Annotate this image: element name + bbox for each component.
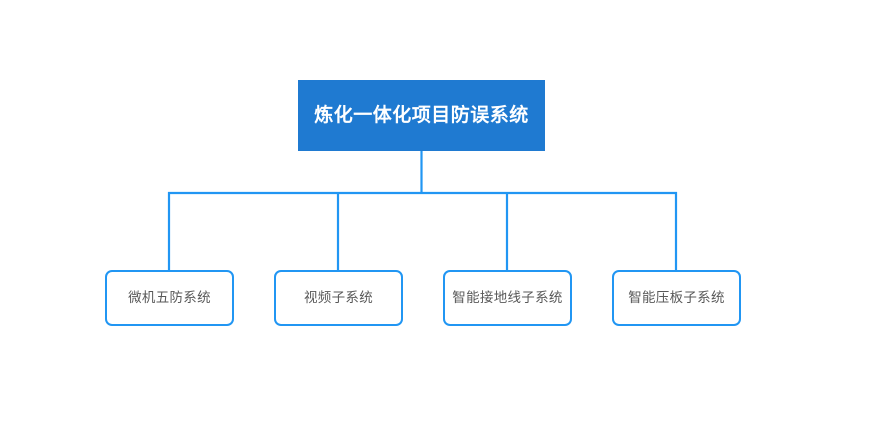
root-node[interactable]: 炼化一体化项目防误系统 bbox=[298, 80, 545, 151]
child-node-4-label: 智能压板子系统 bbox=[628, 289, 725, 306]
child-node-1-label: 微机五防系统 bbox=[128, 289, 211, 306]
child-node-4[interactable]: 智能压板子系统 bbox=[612, 270, 741, 326]
child-node-3-label: 智能接地线子系统 bbox=[452, 289, 563, 306]
child-node-1[interactable]: 微机五防系统 bbox=[105, 270, 234, 326]
root-node-label: 炼化一体化项目防误系统 bbox=[314, 104, 529, 127]
child-node-3[interactable]: 智能接地线子系统 bbox=[443, 270, 572, 326]
child-node-2[interactable]: 视频子系统 bbox=[274, 270, 403, 326]
child-node-2-label: 视频子系统 bbox=[304, 289, 373, 306]
